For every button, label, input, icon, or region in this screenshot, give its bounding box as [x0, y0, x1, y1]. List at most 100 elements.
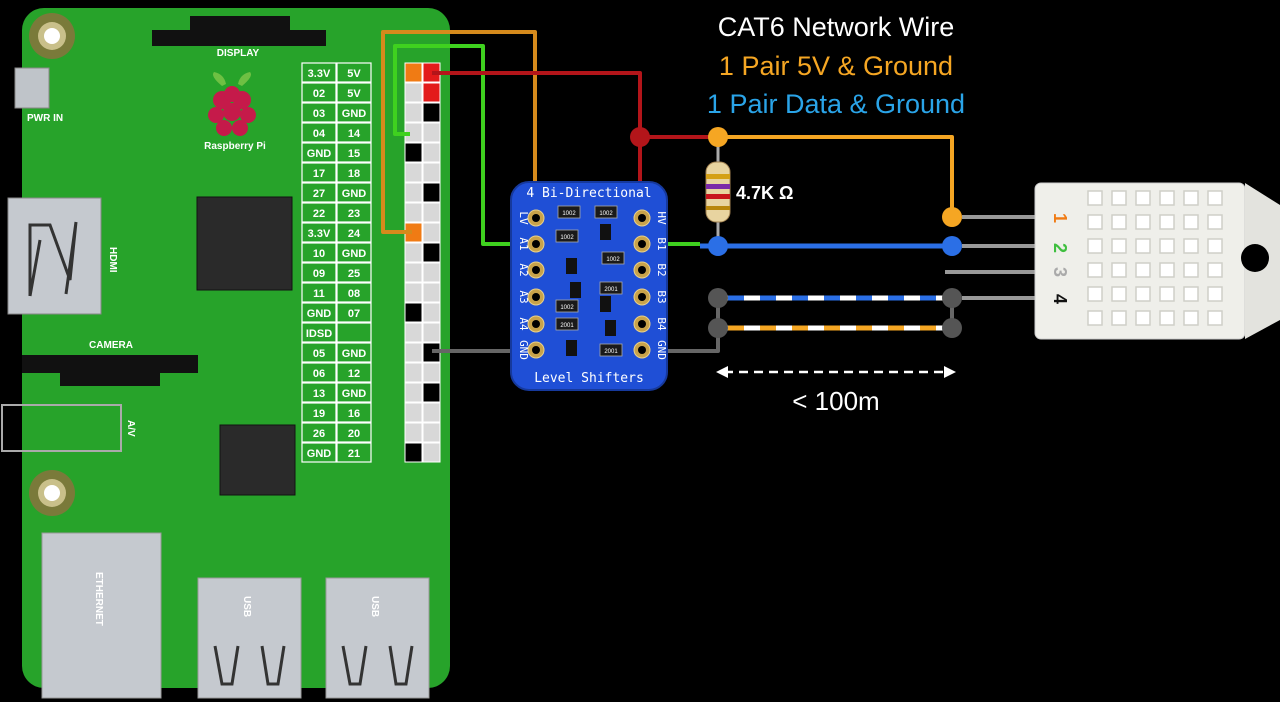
pin-label: GND [342, 188, 367, 200]
pin-label: 17 [313, 168, 325, 180]
sensor-vent [1087, 310, 1103, 326]
pin-label-cell [336, 102, 372, 123]
board-pcb [22, 8, 450, 688]
sensor-vent [1111, 310, 1127, 326]
ls-right-pin-label: HV [655, 211, 668, 225]
pin-label-cell [336, 342, 372, 363]
sensor-vent [1207, 214, 1223, 230]
sensor-vent [1087, 238, 1103, 254]
pin-label-cell [336, 242, 372, 263]
smd-resistor [555, 229, 579, 243]
transistor [566, 340, 577, 356]
pin-label: 13 [313, 388, 325, 400]
sensor-pin-number: 1 [1050, 213, 1070, 223]
pin-label: GND [307, 308, 332, 320]
pin-label-cell [301, 362, 337, 383]
smd-label: 1002 [560, 305, 574, 311]
sensor-vent [1183, 238, 1199, 254]
ethernet-port [41, 532, 162, 699]
sensor-vent [1087, 262, 1103, 278]
wire-5v-red [432, 71, 642, 218]
pin-label: 5V [347, 88, 361, 100]
pin-label: 02 [313, 88, 325, 100]
pin-label-cell [301, 82, 337, 103]
gpio-pin [422, 242, 441, 263]
resistor-label: 4.7K Ω [736, 183, 793, 203]
pin-label: GND [342, 348, 367, 360]
sensor-vent [1159, 214, 1175, 230]
gpio-pin [422, 162, 441, 183]
ls-left-pin-label: A1 [517, 237, 530, 250]
title-line-3: 1 Pair Data & Ground [707, 89, 965, 119]
display-connector [152, 30, 326, 46]
ls-left-pin-label: GND [517, 340, 530, 360]
smd-resistor [557, 205, 581, 219]
junction-dots [630, 127, 962, 338]
smd-resistor [555, 317, 579, 331]
sensor-vent [1087, 214, 1103, 230]
gpio-pin [404, 322, 423, 343]
sensor-vent [1183, 262, 1199, 278]
distance-label: < 100m [792, 386, 879, 416]
level-shifter-board: 4 Bi-Directional Level Shifters LVA1A2A3… [510, 181, 668, 391]
pin-label: 3.3V [308, 68, 331, 80]
sensor-vent [1135, 214, 1151, 230]
transistor [570, 282, 581, 298]
gpio-pin [422, 182, 441, 203]
pin-label: 12 [348, 368, 360, 380]
gpio-pin [404, 342, 423, 363]
smd-resistor [601, 251, 625, 265]
hdmi-label: HDMI [107, 247, 118, 273]
pin-label-cell [301, 102, 337, 123]
pin-label: 07 [348, 308, 360, 320]
gpio-pin [404, 262, 423, 283]
display-label: DISPLAY [217, 48, 260, 59]
ls-right-pin-label: B1 [655, 237, 668, 250]
pin-label-cell [301, 242, 337, 263]
smd-resistor [599, 281, 623, 295]
gpio-pin [404, 162, 423, 183]
pin-label: 08 [348, 288, 360, 300]
ls-right-pin-label: B3 [655, 290, 668, 303]
pin-label: GND [342, 388, 367, 400]
sensor-vent [1111, 238, 1127, 254]
pin-label: GND [307, 448, 332, 460]
sensor-vent [1159, 310, 1175, 326]
hdmi-port [7, 197, 102, 315]
sensor-vent [1135, 238, 1151, 254]
wire-data-green [393, 44, 536, 246]
av-port [1, 404, 122, 452]
gpio-pin [422, 442, 441, 463]
pin-label-cell [301, 302, 337, 323]
ls-right-pin-label: GND [655, 340, 668, 360]
pin-label-cell [301, 342, 337, 363]
power-connector [14, 67, 50, 109]
gpio-pin [422, 262, 441, 283]
sensor-vent [1207, 238, 1223, 254]
camera-label: CAMERA [89, 340, 133, 351]
ls-left-pin-label: A3 [517, 290, 530, 303]
gpio-pin [422, 282, 441, 303]
raspberry-pi-board: DISPLAY PWR IN Raspberry Pi HDMI CAMERA [1, 8, 450, 699]
pin-label: 04 [313, 128, 326, 140]
pin-label: 10 [313, 248, 325, 260]
smd-label: 1002 [562, 211, 576, 217]
brand-label: Raspberry Pi [204, 141, 266, 152]
gpio-header [404, 62, 441, 463]
smd-resistor [594, 205, 618, 219]
pwr-label: PWR IN [27, 113, 63, 124]
ls-left-pin-label: LV [517, 211, 530, 225]
pin-label-cell [301, 182, 337, 203]
sensor-vent [1111, 190, 1127, 206]
ls-right-pin-label: B4 [655, 317, 668, 331]
gpio-pin [404, 82, 423, 103]
smd-label: 1002 [606, 257, 620, 263]
raspberry-logo-icon [208, 72, 256, 136]
pin-label-cell [336, 122, 372, 143]
ls-right-pin-label: B2 [655, 263, 668, 276]
ethernet-label: ETHERNET [93, 572, 104, 626]
pin-label: IDSD [306, 328, 332, 340]
level-shifter-title: 4 Bi-Directional [526, 186, 651, 201]
sensor-vent [1111, 286, 1127, 302]
